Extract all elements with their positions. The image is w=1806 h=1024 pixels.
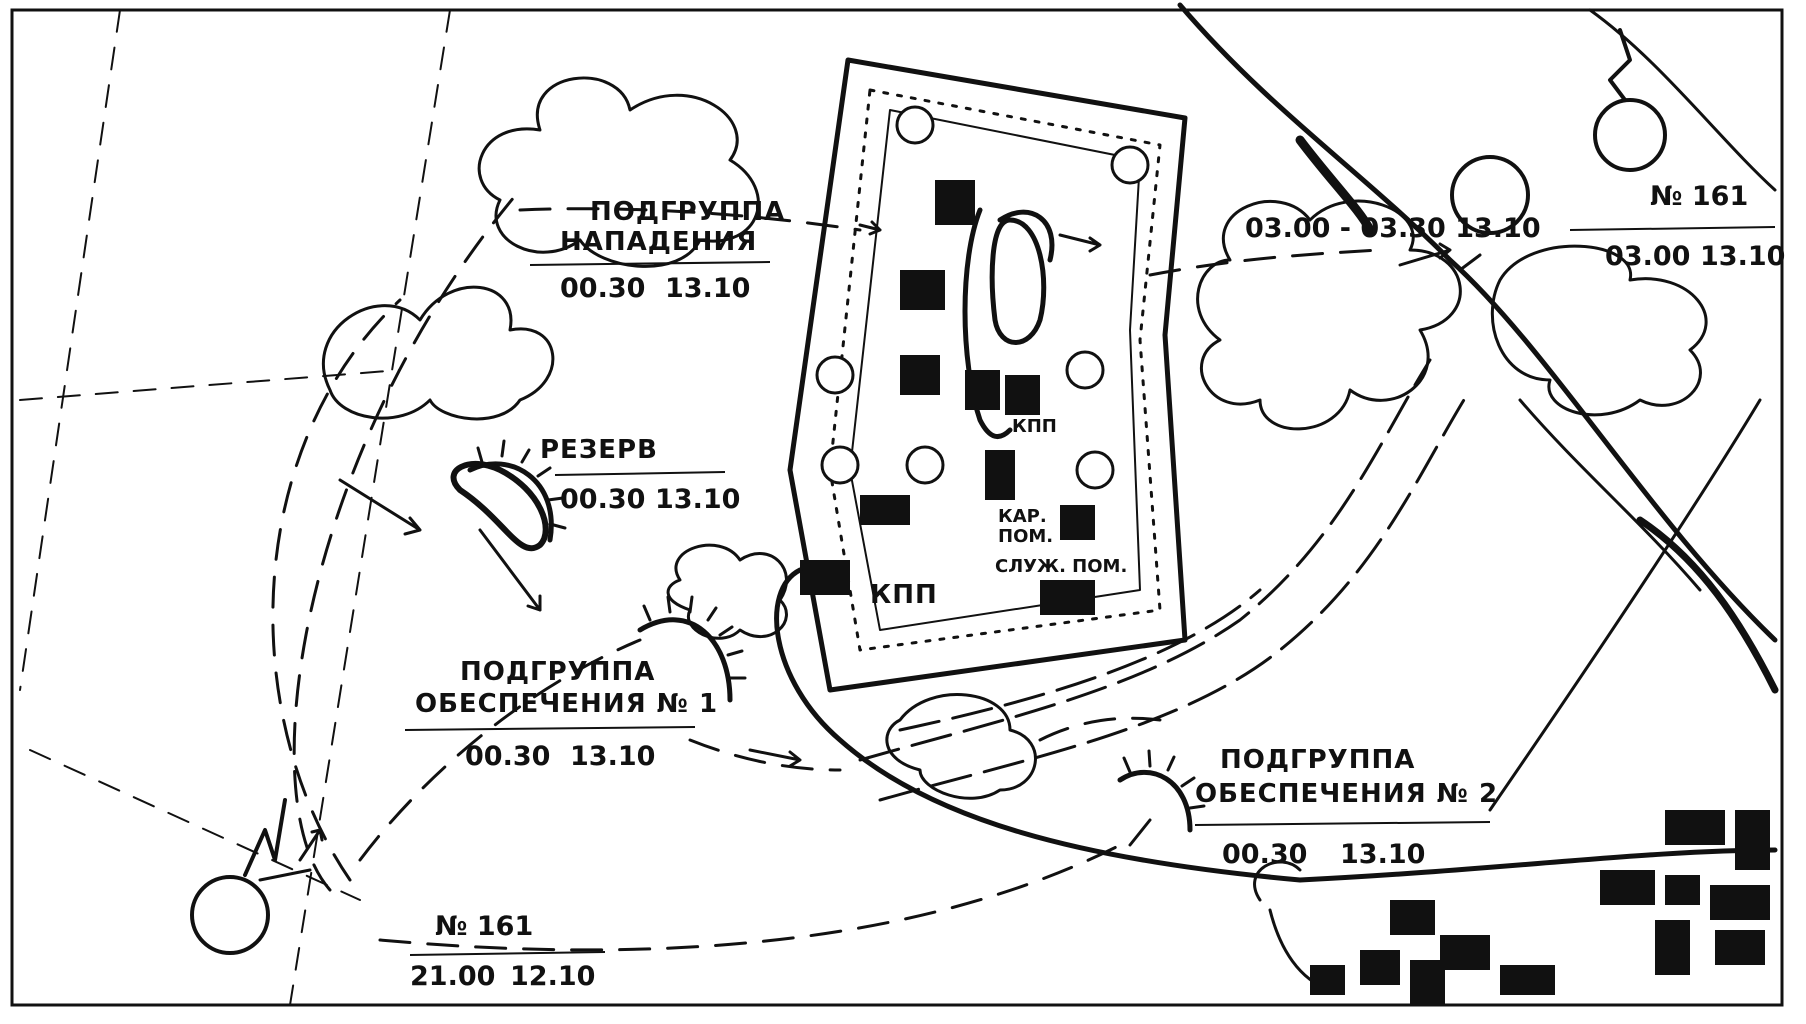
attack-time-2: 13.10	[665, 273, 750, 304]
lamp-posts	[815, 105, 1150, 490]
target-number: № 161	[1650, 181, 1748, 212]
support2-title-line1: ПОДГРУППА	[1220, 745, 1415, 775]
grid-lines	[19, 9, 451, 1006]
target-time-1: 03.00	[1605, 241, 1690, 272]
target-post-circle	[1450, 155, 1530, 235]
support1-time-2: 13.10	[570, 741, 655, 772]
village-buildings	[1310, 810, 1770, 1005]
support2-time-1: 00.30	[1222, 839, 1307, 870]
target-post-circle-2	[1593, 98, 1667, 172]
origin-post-circle	[190, 875, 270, 955]
assault-time-label: 03.00 - 03.30 13.10	[1245, 213, 1541, 244]
river	[858, 358, 1472, 802]
attack-subgroup-label: ПОДГРУППА НАПАДЕНИЯ 00.30 13.10	[560, 197, 785, 304]
attack-title-line1: ПОДГРУППА	[590, 197, 785, 227]
attack-time-1: 00.30	[560, 273, 645, 304]
attack-title-line2: НАПАДЕНИЯ	[560, 227, 757, 257]
origin-time-1: 21.00	[410, 961, 495, 992]
support1-title-line2: ОБЕСПЕЧЕНИЯ № 1	[415, 689, 718, 719]
origin-number: № 161	[435, 911, 533, 942]
support2-title-line2: ОБЕСПЕЧЕНИЯ № 2	[1195, 779, 1498, 809]
target-post-label: № 161 03.00 13.10	[1605, 181, 1785, 272]
map-frame	[10, 8, 1784, 1007]
compound-labels: КПП КАР. ПОМ. СЛУЖ. ПОМ. КПП	[870, 416, 1127, 610]
trench-ticks	[476, 439, 1206, 810]
compound-buildings	[800, 180, 1095, 615]
support1-title-line1: ПОДГРУППА	[460, 657, 655, 687]
reserve-position	[450, 460, 549, 552]
kpp-label-outer: КПП	[870, 580, 938, 610]
support-subgroup-1-label: ПОДГРУППА ОБЕСПЕЧЕНИЯ № 1 00.30 13.10	[415, 657, 718, 772]
support2-time-2: 13.10	[1340, 839, 1425, 870]
reserve-time-2: 13.10	[655, 484, 740, 515]
direction-arrows	[258, 220, 1482, 882]
support-subgroup-2-label: ПОДГРУППА ОБЕСПЕЧЕНИЯ № 2 00.30 13.10	[1195, 745, 1498, 870]
kpp-label-inner: КПП	[1012, 416, 1057, 437]
label-underlines	[404, 226, 1776, 956]
movement-routes	[271, 188, 1382, 952]
guard-room-label-2: ПОМ.	[998, 526, 1053, 547]
observation-posts	[190, 28, 1667, 955]
support1-time-1: 00.30	[465, 741, 550, 772]
reserve-title: РЕЗЕРВ	[540, 435, 658, 465]
reserve-label: РЕЗЕРВ 00.30 13.10	[540, 435, 740, 515]
guarded-compound	[787, 57, 1188, 693]
origin-time-2: 12.10	[510, 961, 595, 992]
service-room-label: СЛУЖ. ПОМ.	[995, 556, 1127, 577]
road	[774, 2, 1779, 883]
guard-room-label-1: КАР.	[998, 506, 1047, 527]
target-time-2: 13.10	[1700, 241, 1785, 272]
reserve-time-1: 00.30	[560, 484, 645, 515]
origin-post-label: № 161 21.00 12.10	[410, 911, 595, 992]
